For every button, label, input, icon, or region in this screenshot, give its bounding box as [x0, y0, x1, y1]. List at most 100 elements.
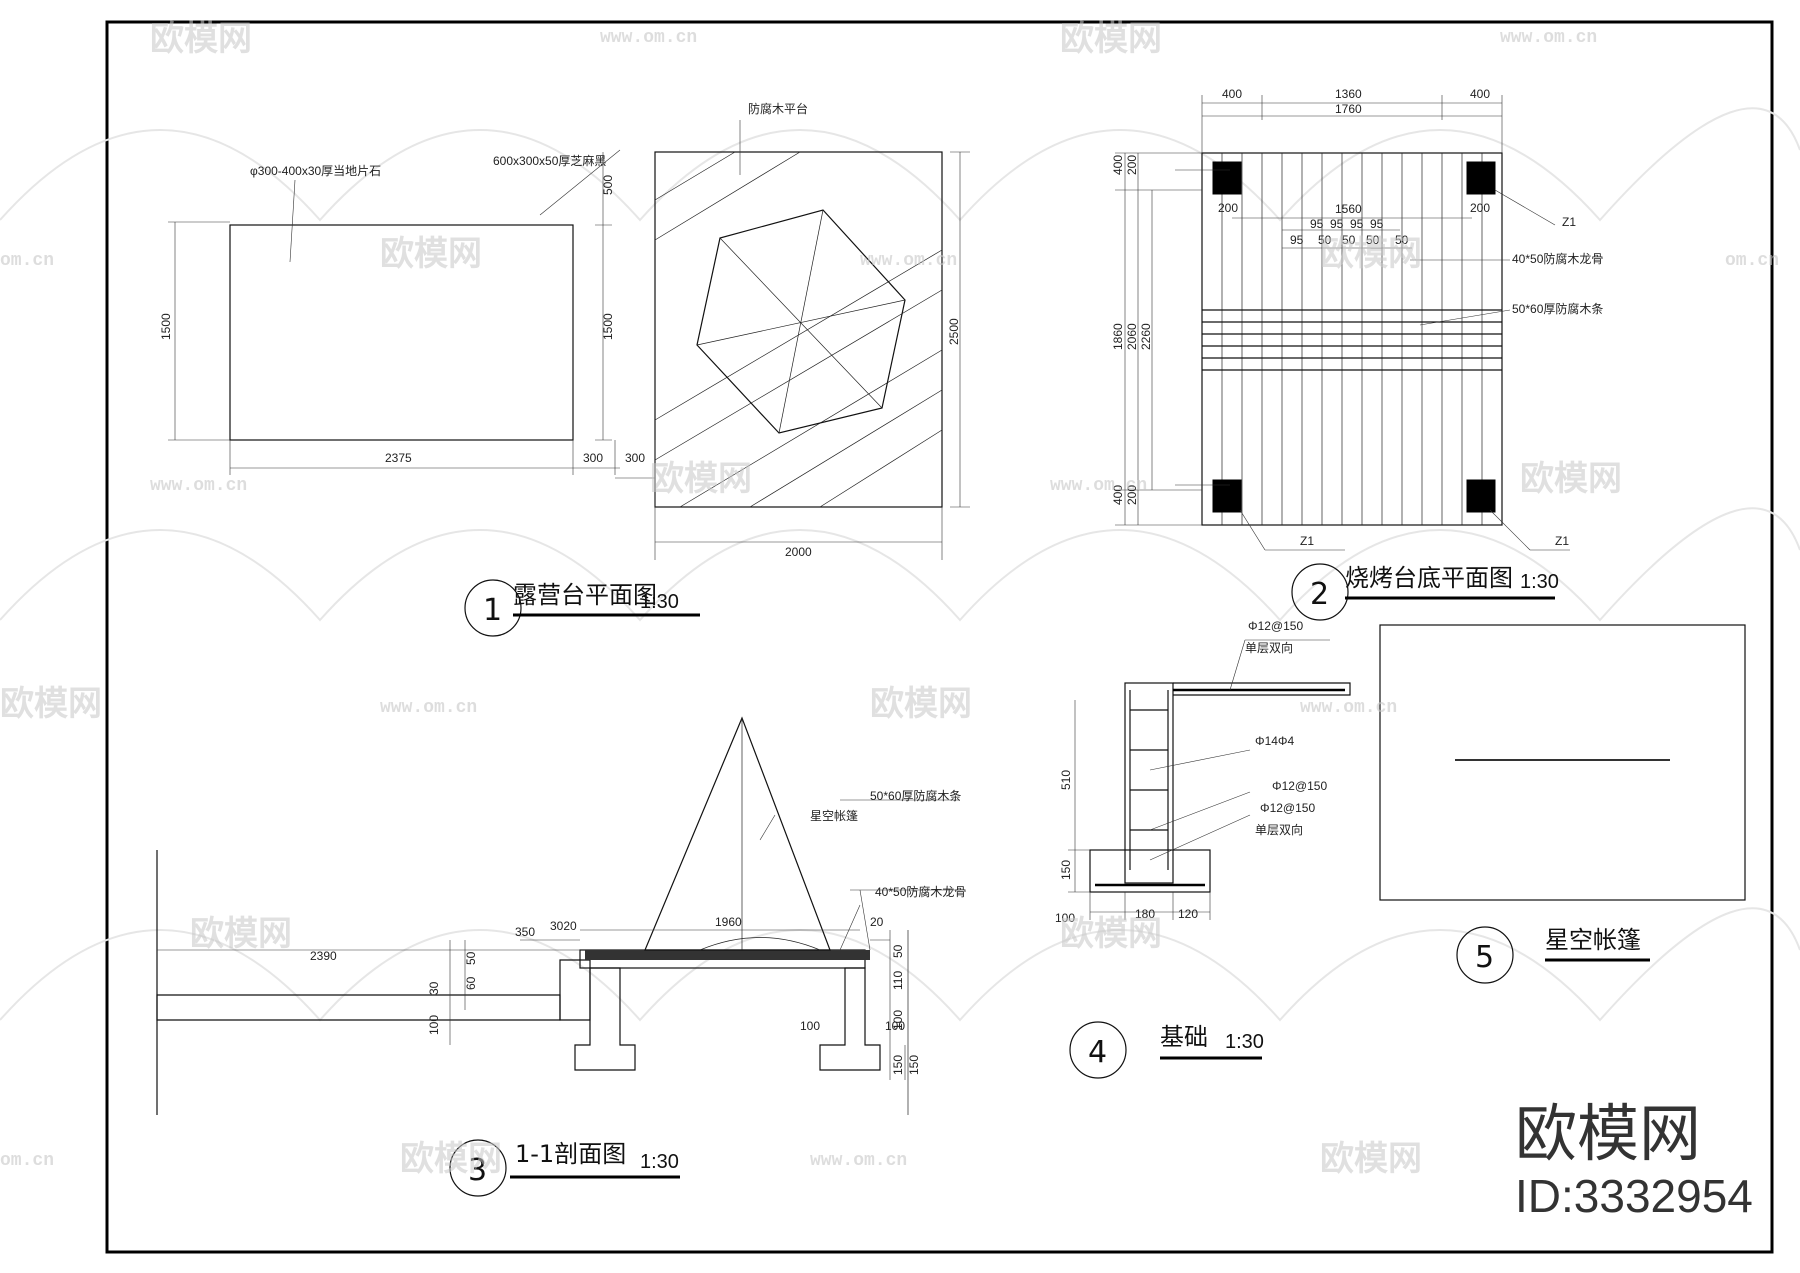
watermark-url-3: www.om.cn — [150, 476, 247, 496]
dim-510: 510 — [1059, 770, 1073, 790]
dim-110: 110 — [891, 971, 905, 990]
dim-v-400-a: 400 — [1111, 155, 1125, 175]
view-3-section-1-1: 350 3020 1960 20 2390 100 100 50 30 100 … — [156, 716, 966, 1197]
dim-150: 150 — [891, 1055, 905, 1075]
view-3-scale: 1:30 — [640, 1151, 679, 1173]
watermark-url-6: om.cn — [0, 251, 54, 271]
view-5-title: 星空帐篷 — [1545, 926, 1641, 954]
deck-surface — [585, 950, 870, 960]
view-3-number: 3 — [468, 1153, 487, 1188]
dim-v-2060: 2060 — [1125, 323, 1139, 350]
view-4-dimension-lines — [1068, 639, 1330, 920]
dim-400-a: 400 — [1222, 87, 1242, 101]
label-z1-bottom-left: Z1 — [1300, 534, 1314, 548]
watermark-logo-3: 欧模网 — [650, 459, 752, 499]
dim-95-e: 95 — [1290, 233, 1304, 247]
dim-50: 50 — [464, 951, 478, 965]
note-wood-strip: 50*60厚防腐木条 — [870, 788, 961, 803]
dim-v-1860: 1860 — [1111, 323, 1125, 350]
view-3-dimension-lines — [157, 799, 960, 1080]
note-strip-50x60: 50*60厚防腐木条 — [1512, 301, 1603, 316]
watermark-logo-5: 欧模网 — [1320, 234, 1422, 274]
dim-100-a: 100 — [800, 1019, 820, 1033]
view-5-number: 5 — [1475, 940, 1494, 975]
brand-name: 欧模网 — [1515, 1097, 1701, 1170]
view-1-title: 露营台平面图 — [513, 581, 657, 609]
watermark-arcs — [0, 107, 1800, 1022]
tent-elevation — [644, 716, 831, 951]
column-z1-top-left — [1212, 161, 1242, 195]
view-3-title: 1-1剖面图 — [515, 1140, 626, 1168]
brand-id: ID:3332954 — [1515, 1170, 1753, 1222]
ground-paving-layer — [156, 994, 561, 1021]
label-z1-right-top: Z1 — [1562, 215, 1576, 229]
note-rebar-bottom: Φ12@150 — [1260, 801, 1315, 815]
watermark-url-1: www.om.cn — [600, 28, 697, 48]
note-rebar-mid: Φ12@150 — [1272, 779, 1327, 793]
view-1-camp-platform-plan: φ300-400x30厚当地片石 600x300x50厚芝麻黑 防腐木平台 23… — [159, 101, 970, 637]
dim-v-400-b: 400 — [1111, 485, 1125, 505]
stone-paving-area — [229, 224, 574, 441]
dim-1360: 1360 — [1335, 87, 1362, 101]
dim-400-b: 400 — [1470, 87, 1490, 101]
note-rebar-top: Φ12@150 — [1248, 619, 1303, 633]
dim-95-a: 95 — [1310, 217, 1324, 231]
tent-image-frame — [1379, 624, 1746, 901]
watermark-url-10: www.om.cn — [810, 1151, 907, 1171]
dim-50-a: 50 — [1318, 233, 1332, 247]
view-4-foundation: Φ12@150 单层双向 Φ14Φ4 Φ12@150 Φ12@150 单层双向 … — [1055, 619, 1351, 1079]
view-2-scale: 1:30 — [1520, 571, 1559, 593]
watermark-url-11: om.cn — [0, 1151, 54, 1171]
dim-180: 180 — [1135, 907, 1155, 921]
view-2-title: 烧烤台底平面图 — [1345, 564, 1513, 592]
note-wood-keel: 40*50防腐木龙骨 — [875, 884, 966, 899]
view-1-scale: 1:30 — [640, 591, 679, 613]
dim-v-2260: 2260 — [1139, 323, 1153, 350]
view-4-number-circle — [1069, 1021, 1127, 1079]
foundation-stirrups — [1129, 690, 1169, 870]
dim-2390: 2390 — [310, 949, 337, 963]
view-2-number-circle — [1291, 563, 1349, 621]
dim-95-c: 95 — [1350, 217, 1364, 231]
dim-300-a: 300 — [583, 451, 603, 465]
note-single-layer-top: 单层双向 — [1245, 640, 1293, 655]
watermark-url-5: www.om.cn — [860, 251, 957, 271]
bbq-base-slats — [1221, 153, 1483, 525]
dim-100-c: 100 — [427, 1015, 441, 1035]
dim-1760: 1760 — [1335, 102, 1362, 116]
dim-v-200-a: 200 — [1125, 155, 1139, 175]
dim-200-a: 200 — [1218, 201, 1238, 215]
wood-deck-platform — [654, 151, 943, 508]
view-2-bbq-base-plan: 400 1360 400 1760 1560 200 200 95 95 95 … — [1111, 87, 1603, 621]
dim-30: 30 — [427, 981, 441, 995]
dim-100-d: 100 — [891, 1010, 905, 1030]
watermark-logo-11: 欧模网 — [400, 1139, 502, 1179]
foundation-footing — [1089, 849, 1211, 893]
view-5-starry-tent: 5 星空帐篷 — [1379, 624, 1746, 984]
dim-150: 150 — [1059, 860, 1073, 880]
dim-100: 100 — [1055, 911, 1075, 925]
dim-2375: 2375 — [385, 451, 412, 465]
dim-50-b: 50 — [1342, 233, 1356, 247]
note-sesame-black: 600x300x50厚芝麻黑 — [493, 153, 606, 168]
dim-1560: 1560 — [1335, 202, 1362, 216]
view-2-number: 2 — [1310, 577, 1329, 612]
foundation-wall — [1124, 682, 1174, 884]
view-4-title: 基础 — [1160, 1023, 1208, 1051]
dim-2000: 2000 — [785, 545, 812, 559]
note-keel-40x50: 40*50防腐木龙骨 — [1512, 251, 1603, 266]
watermark-url-2: www.om.cn — [1500, 28, 1597, 48]
view-1-number-circle — [464, 579, 522, 637]
watermark-url-4: www.om.cn — [1050, 476, 1147, 496]
tent-ribs — [696, 209, 906, 434]
sheet-frame — [105, 20, 1774, 1254]
dim-1500-b: 1500 — [601, 313, 615, 340]
view-4-number: 4 — [1088, 1035, 1107, 1070]
dim-50-d: 50 — [1395, 233, 1409, 247]
watermark-logo-6: 欧模网 — [380, 234, 482, 274]
view-2-dimension-lines — [1115, 95, 1570, 551]
left-footing — [574, 967, 636, 1071]
view-3-number-circle — [449, 1139, 507, 1197]
view-1-number: 1 — [483, 593, 502, 628]
watermark-url-9: www.om.cn — [1300, 698, 1397, 718]
